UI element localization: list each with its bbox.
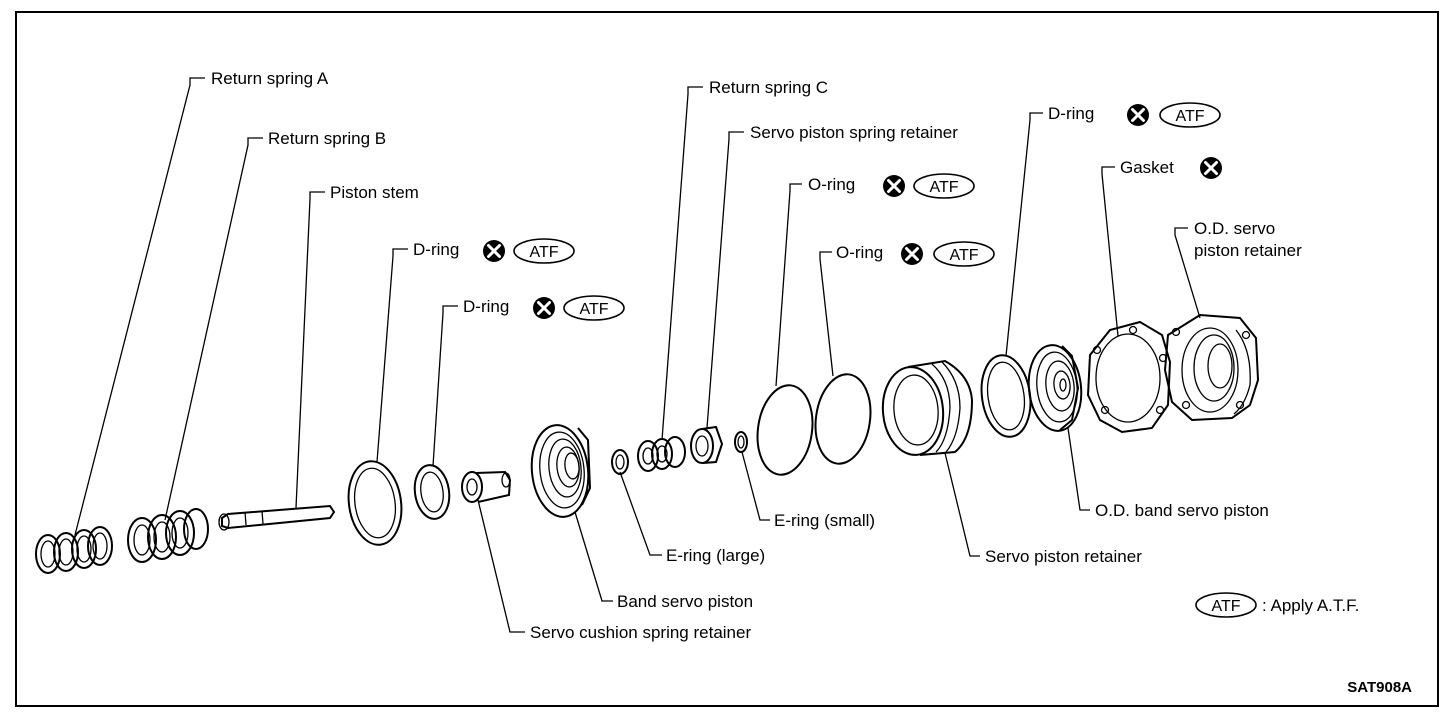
label-return-spring-b: Return spring B xyxy=(268,129,386,148)
leader-servo-piston-spring-retainer xyxy=(706,131,744,429)
atf-badge-text: ATF xyxy=(579,301,608,318)
label-od-servo-piston-retainer-line1: O.D. servo xyxy=(1194,219,1275,238)
leader-o-ring-1 xyxy=(775,183,802,387)
leader-e-ring-large xyxy=(619,471,662,556)
leader-e-ring-small xyxy=(741,451,770,521)
od-band-servo-piston-part xyxy=(1027,344,1083,432)
label-d-ring-2: D-ring xyxy=(463,297,509,316)
return-spring-a-part xyxy=(35,526,113,574)
d-ring-right-part xyxy=(980,354,1032,438)
label-e-ring-small: E-ring (small) xyxy=(774,511,875,530)
atf-badge-text: ATF xyxy=(929,179,958,196)
e-ring-small-part xyxy=(734,431,748,453)
label-piston-stem: Piston stem xyxy=(330,183,419,202)
leader-d-ring-1 xyxy=(376,248,408,463)
leader-d-ring-2 xyxy=(432,305,458,467)
servo-piston-spring-retainer-part xyxy=(690,425,724,464)
label-gasket: Gasket xyxy=(1120,158,1174,177)
label-o-ring-1: O-ring xyxy=(808,175,855,194)
leader-return-spring-a xyxy=(74,77,205,536)
leader-return-spring-c xyxy=(661,86,703,441)
legend-atf-badge-text: ATF xyxy=(1211,598,1240,615)
do-not-reuse-icon xyxy=(899,241,925,267)
piston-stem-part xyxy=(218,504,336,531)
leader-d-ring-3 xyxy=(1005,112,1043,357)
od-servo-piston-retainer-part xyxy=(1163,313,1260,422)
label-o-ring-2: O-ring xyxy=(836,243,883,262)
label-servo-cushion-spring-retainer: Servo cushion spring retainer xyxy=(530,623,751,642)
figure-frame xyxy=(15,11,1439,707)
return-spring-c-part xyxy=(637,436,686,472)
do-not-reuse-icon xyxy=(481,238,507,264)
do-not-reuse-icon xyxy=(881,173,907,199)
label-servo-piston-spring-retainer: Servo piston spring retainer xyxy=(750,123,958,142)
label-return-spring-a: Return spring A xyxy=(211,69,329,88)
atf-badge-text: ATF xyxy=(1175,108,1204,125)
d-ring-small-part xyxy=(413,464,451,520)
label-d-ring-3: D-ring xyxy=(1048,104,1094,123)
atf-badge-text: ATF xyxy=(529,244,558,261)
leader-band-servo-piston xyxy=(574,511,613,602)
o-ring-2-part xyxy=(814,373,872,465)
e-ring-large-part xyxy=(611,449,629,475)
legend-text: : Apply A.T.F. xyxy=(1262,596,1359,615)
gasket-part xyxy=(1086,320,1172,434)
leader-return-spring-b xyxy=(164,137,263,521)
leader-o-ring-2 xyxy=(819,251,834,377)
figure-code: SAT908A xyxy=(1347,679,1412,696)
servo-piston-retainer-part xyxy=(881,359,974,456)
band-servo-piston-part xyxy=(530,424,592,518)
o-ring-1-part xyxy=(756,384,814,476)
label-e-ring-large: E-ring (large) xyxy=(666,546,765,565)
leader-piston-stem xyxy=(295,191,325,509)
label-od-band-servo-piston: O.D. band servo piston xyxy=(1095,501,1269,520)
label-servo-piston-retainer: Servo piston retainer xyxy=(985,547,1142,566)
do-not-reuse-icon xyxy=(1125,102,1151,128)
leader-od-servo-piston-retainer xyxy=(1174,227,1201,319)
label-band-servo-piston: Band servo piston xyxy=(617,592,753,611)
leader-gasket xyxy=(1101,166,1119,337)
leader-od-band-servo-piston xyxy=(1067,427,1090,511)
leader-servo-cushion xyxy=(477,499,525,633)
atf-badge-text: ATF xyxy=(949,247,978,264)
label-d-ring-1: D-ring xyxy=(413,240,459,259)
label-return-spring-c: Return spring C xyxy=(709,78,828,97)
do-not-reuse-icon xyxy=(1198,155,1224,181)
do-not-reuse-icon xyxy=(531,295,557,321)
return-spring-b-part xyxy=(127,508,209,563)
d-ring-large-part xyxy=(347,460,403,546)
leader-servo-piston-retainer xyxy=(944,452,980,557)
servo-cushion-spring-retainer-part xyxy=(461,470,512,503)
label-od-servo-piston-retainer-line2: piston retainer xyxy=(1194,241,1302,260)
